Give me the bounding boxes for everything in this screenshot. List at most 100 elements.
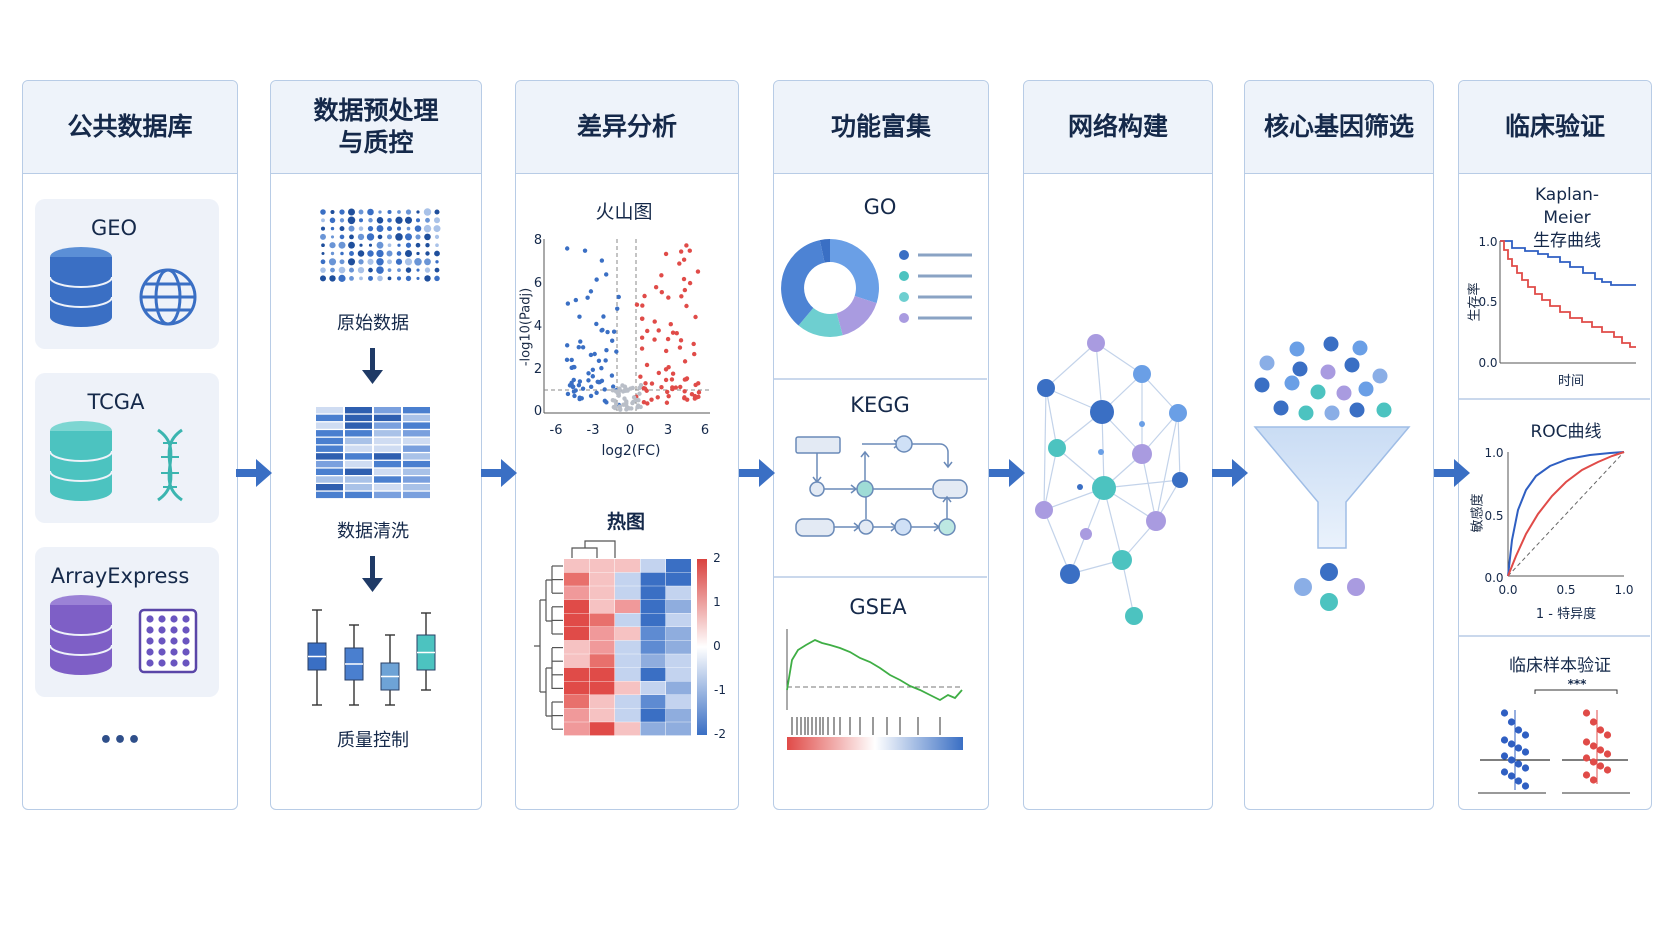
raw-data-point — [387, 243, 392, 248]
gene-dot — [1352, 340, 1368, 356]
volcano-point-up — [638, 374, 643, 379]
volcano-point-up — [652, 319, 657, 324]
heatmap-cell — [666, 613, 691, 627]
heatmap-cell — [615, 640, 640, 654]
raw-data-point — [387, 276, 392, 281]
microarray-spot — [182, 637, 190, 645]
raw-data-point — [368, 243, 373, 247]
cleaned-data-cell — [345, 414, 372, 422]
heatmap-cell — [666, 572, 691, 586]
clinical-dot-plot — [1478, 689, 1630, 794]
microarray-spot — [158, 637, 166, 645]
heatmap-cell — [666, 708, 691, 722]
heatmap-cell — [564, 722, 589, 736]
cleaned-data-cell — [345, 476, 372, 483]
raw-data-point — [395, 233, 403, 241]
raw-data-point — [319, 275, 327, 282]
heatmap-color-scale — [697, 559, 707, 735]
heatmap-cell — [564, 559, 589, 573]
cleaned-data-cell — [403, 484, 430, 491]
volcano-point-down — [586, 378, 591, 383]
cleaned-data-cell — [403, 491, 430, 499]
volcano-point-up — [663, 348, 669, 354]
volcano-point-up — [693, 314, 698, 320]
volcano-ytick: 0 — [533, 404, 543, 419]
step-label-data-cleaning: 数据清洗 — [337, 521, 409, 542]
sample-point-control — [1500, 709, 1509, 717]
heatmap-cell — [666, 654, 691, 668]
km-title: Kaplan-Meier 生存曲线 — [1533, 185, 1601, 251]
heatmap-cell — [666, 695, 691, 709]
volcano-point-up — [656, 328, 661, 333]
gene-dot — [1336, 385, 1352, 401]
volcano-point-ns — [617, 386, 622, 391]
kegg-title: KEGG — [850, 393, 910, 417]
roc-xtick: 0.0 — [1498, 583, 1518, 597]
raw-data-point — [415, 242, 421, 248]
column-header: 差异分析 — [516, 81, 738, 174]
volcano-ytick: 4 — [533, 319, 543, 334]
raw-data-point — [320, 233, 326, 240]
raw-data-point — [358, 209, 364, 215]
volcano-point-up — [677, 345, 683, 350]
volcano-point-up — [692, 351, 697, 357]
raw-data-point — [368, 275, 373, 281]
volcano-x-label: log2(FC) — [601, 443, 661, 459]
microarray-spot — [170, 648, 178, 656]
km-ytick: 1.0 — [1478, 235, 1498, 249]
column-title: 临床验证 — [1504, 112, 1605, 141]
volcano-point-up — [640, 316, 645, 321]
volcano-point-down — [579, 396, 584, 401]
cleaned-data-cell — [316, 445, 343, 452]
heatmap-cell — [564, 640, 589, 654]
raw-data-point — [338, 274, 346, 282]
cleaned-data-cell — [374, 468, 401, 475]
volcano-point-down — [592, 351, 597, 357]
volcano-point-up — [696, 394, 701, 400]
raw-data-point — [367, 225, 374, 232]
volcano-point-up — [673, 385, 679, 390]
cleaned-data-cell — [403, 422, 430, 429]
volcano-point-up — [639, 346, 645, 351]
heatmap-cell — [666, 599, 691, 613]
raw-data-point — [330, 226, 335, 231]
sample-point-control — [1521, 764, 1530, 772]
raw-data-point — [329, 217, 336, 224]
cleaned-data-cell — [316, 491, 343, 499]
raw-data-point — [328, 258, 337, 266]
volcano-point-up — [678, 338, 684, 343]
heatmap-cell — [666, 627, 691, 641]
volcano-point-up — [681, 257, 687, 262]
heatmap-scale-label: -1 — [714, 683, 726, 697]
volcano-point-down — [611, 329, 617, 334]
raw-data-point — [357, 233, 365, 241]
volcano-point-up — [670, 385, 675, 390]
raw-data-point — [320, 209, 326, 215]
volcano-point-down — [570, 384, 576, 389]
raw-data-point — [434, 209, 440, 215]
network-edge — [1103, 479, 1181, 489]
sample-point-control — [1500, 768, 1509, 776]
network-node — [1090, 400, 1114, 424]
volcano-point-down — [594, 390, 599, 395]
km-survival-plot — [1499, 240, 1636, 364]
km-ytick: 0.0 — [1478, 356, 1498, 370]
raw-data-point — [386, 234, 393, 240]
cleaned-data-cell — [374, 491, 401, 499]
volcano-point-up — [634, 302, 640, 307]
raw-data-point — [415, 218, 421, 223]
volcano-point-up — [666, 393, 671, 399]
column-header: 公共数据库 — [23, 81, 237, 174]
raw-data-point — [338, 241, 346, 249]
network-edge — [1141, 453, 1157, 522]
volcano-point-ns — [638, 382, 644, 388]
sample-point-control — [1514, 744, 1523, 752]
cleaned-data-cell — [374, 453, 401, 460]
step-label-raw-data: 原始数据 — [337, 313, 409, 334]
network-edge — [1045, 387, 1058, 449]
volcano-point-ns — [610, 388, 615, 393]
raw-data-point — [378, 210, 382, 214]
volcano-point-up — [682, 287, 688, 293]
sample-point-control — [1514, 726, 1523, 734]
volcano-point-up — [664, 400, 670, 405]
